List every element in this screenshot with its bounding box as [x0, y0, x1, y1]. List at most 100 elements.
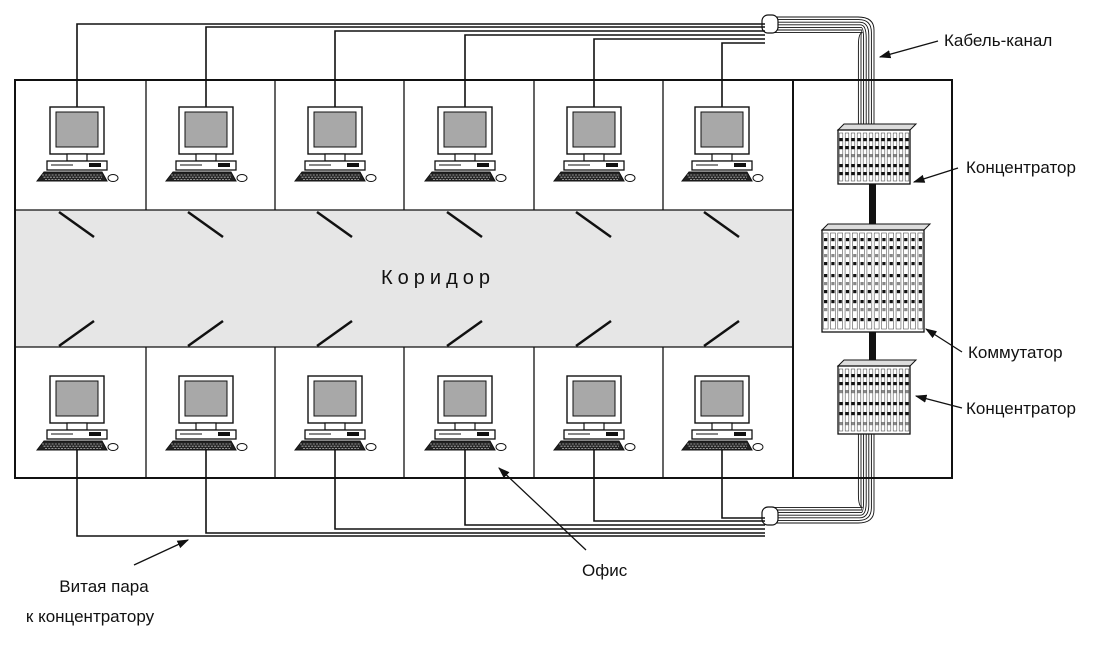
port — [867, 282, 871, 286]
device-body — [837, 365, 911, 435]
port — [882, 262, 886, 266]
port — [899, 172, 903, 176]
hub-switch-link — [869, 184, 876, 230]
port — [845, 382, 849, 386]
port — [831, 290, 835, 294]
port — [875, 412, 879, 416]
door — [316, 210, 353, 239]
port — [831, 254, 835, 258]
cable-channel-bottom-wire — [765, 434, 870, 519]
port — [839, 138, 843, 142]
port — [875, 138, 879, 142]
port — [896, 300, 901, 304]
port — [889, 262, 893, 266]
monitor-stand — [66, 422, 88, 431]
port — [896, 238, 901, 242]
port — [831, 246, 835, 250]
port — [911, 262, 915, 266]
port — [881, 402, 885, 406]
port — [857, 412, 861, 416]
door — [703, 210, 740, 239]
hub-bottom-label: Концентратор — [966, 399, 1076, 418]
port — [867, 238, 871, 242]
port — [899, 164, 903, 168]
device-top — [836, 359, 918, 367]
monitor-stand — [583, 422, 605, 431]
port — [893, 422, 897, 426]
port — [851, 164, 855, 168]
cable-channel — [761, 14, 875, 526]
port — [869, 402, 873, 406]
port — [893, 382, 897, 386]
port — [904, 290, 908, 294]
port — [845, 146, 849, 150]
port — [887, 146, 891, 150]
port — [857, 138, 861, 142]
monitor-stand — [711, 153, 733, 162]
computer-icon — [423, 106, 507, 182]
drive-bay — [477, 163, 489, 167]
module — [881, 232, 887, 330]
system-unit — [46, 429, 108, 440]
door — [187, 319, 224, 348]
port — [851, 374, 855, 378]
port — [853, 274, 857, 278]
screen — [443, 111, 487, 148]
port — [863, 146, 867, 150]
port — [918, 274, 922, 278]
port — [831, 274, 835, 278]
cable-channel-bottom-wire — [765, 434, 863, 508]
port — [824, 318, 828, 322]
port — [851, 138, 855, 142]
module — [868, 368, 874, 432]
port — [904, 300, 908, 304]
port — [896, 274, 901, 278]
keyboard — [164, 440, 237, 451]
port — [851, 172, 855, 176]
port — [845, 300, 850, 304]
port — [853, 282, 857, 286]
port — [905, 164, 909, 168]
mouse — [365, 174, 377, 182]
port — [905, 390, 909, 394]
port — [882, 274, 886, 278]
computer-icon — [680, 375, 764, 451]
computer-icon — [35, 106, 119, 182]
port — [867, 254, 871, 258]
mouse — [107, 443, 119, 451]
port — [875, 238, 879, 242]
port — [853, 290, 857, 294]
port — [905, 382, 909, 386]
cable-channel-top-wire — [765, 32, 863, 130]
system-unit — [434, 429, 496, 440]
port — [875, 308, 879, 312]
module — [850, 368, 856, 432]
hub-top-arrow — [912, 167, 959, 183]
port — [887, 172, 891, 176]
port — [899, 402, 903, 406]
port — [851, 146, 855, 150]
port — [860, 274, 864, 278]
port — [893, 138, 897, 142]
port — [869, 412, 873, 416]
port — [881, 422, 885, 426]
port — [860, 238, 864, 242]
port — [867, 300, 871, 304]
module — [904, 368, 910, 432]
computer-icon — [164, 106, 248, 182]
keyboard — [552, 440, 625, 451]
cable-channel-top-wire — [765, 16, 875, 130]
cable-channel-bottom-wire — [765, 434, 867, 516]
keyboard — [680, 171, 753, 182]
port — [824, 300, 828, 304]
port — [875, 390, 879, 394]
door — [575, 319, 612, 348]
port — [869, 382, 873, 386]
cable-top — [205, 26, 765, 107]
module — [892, 368, 898, 432]
port — [839, 412, 843, 416]
port — [839, 172, 843, 176]
port — [845, 246, 850, 250]
port — [857, 146, 861, 150]
mouse — [236, 443, 248, 451]
